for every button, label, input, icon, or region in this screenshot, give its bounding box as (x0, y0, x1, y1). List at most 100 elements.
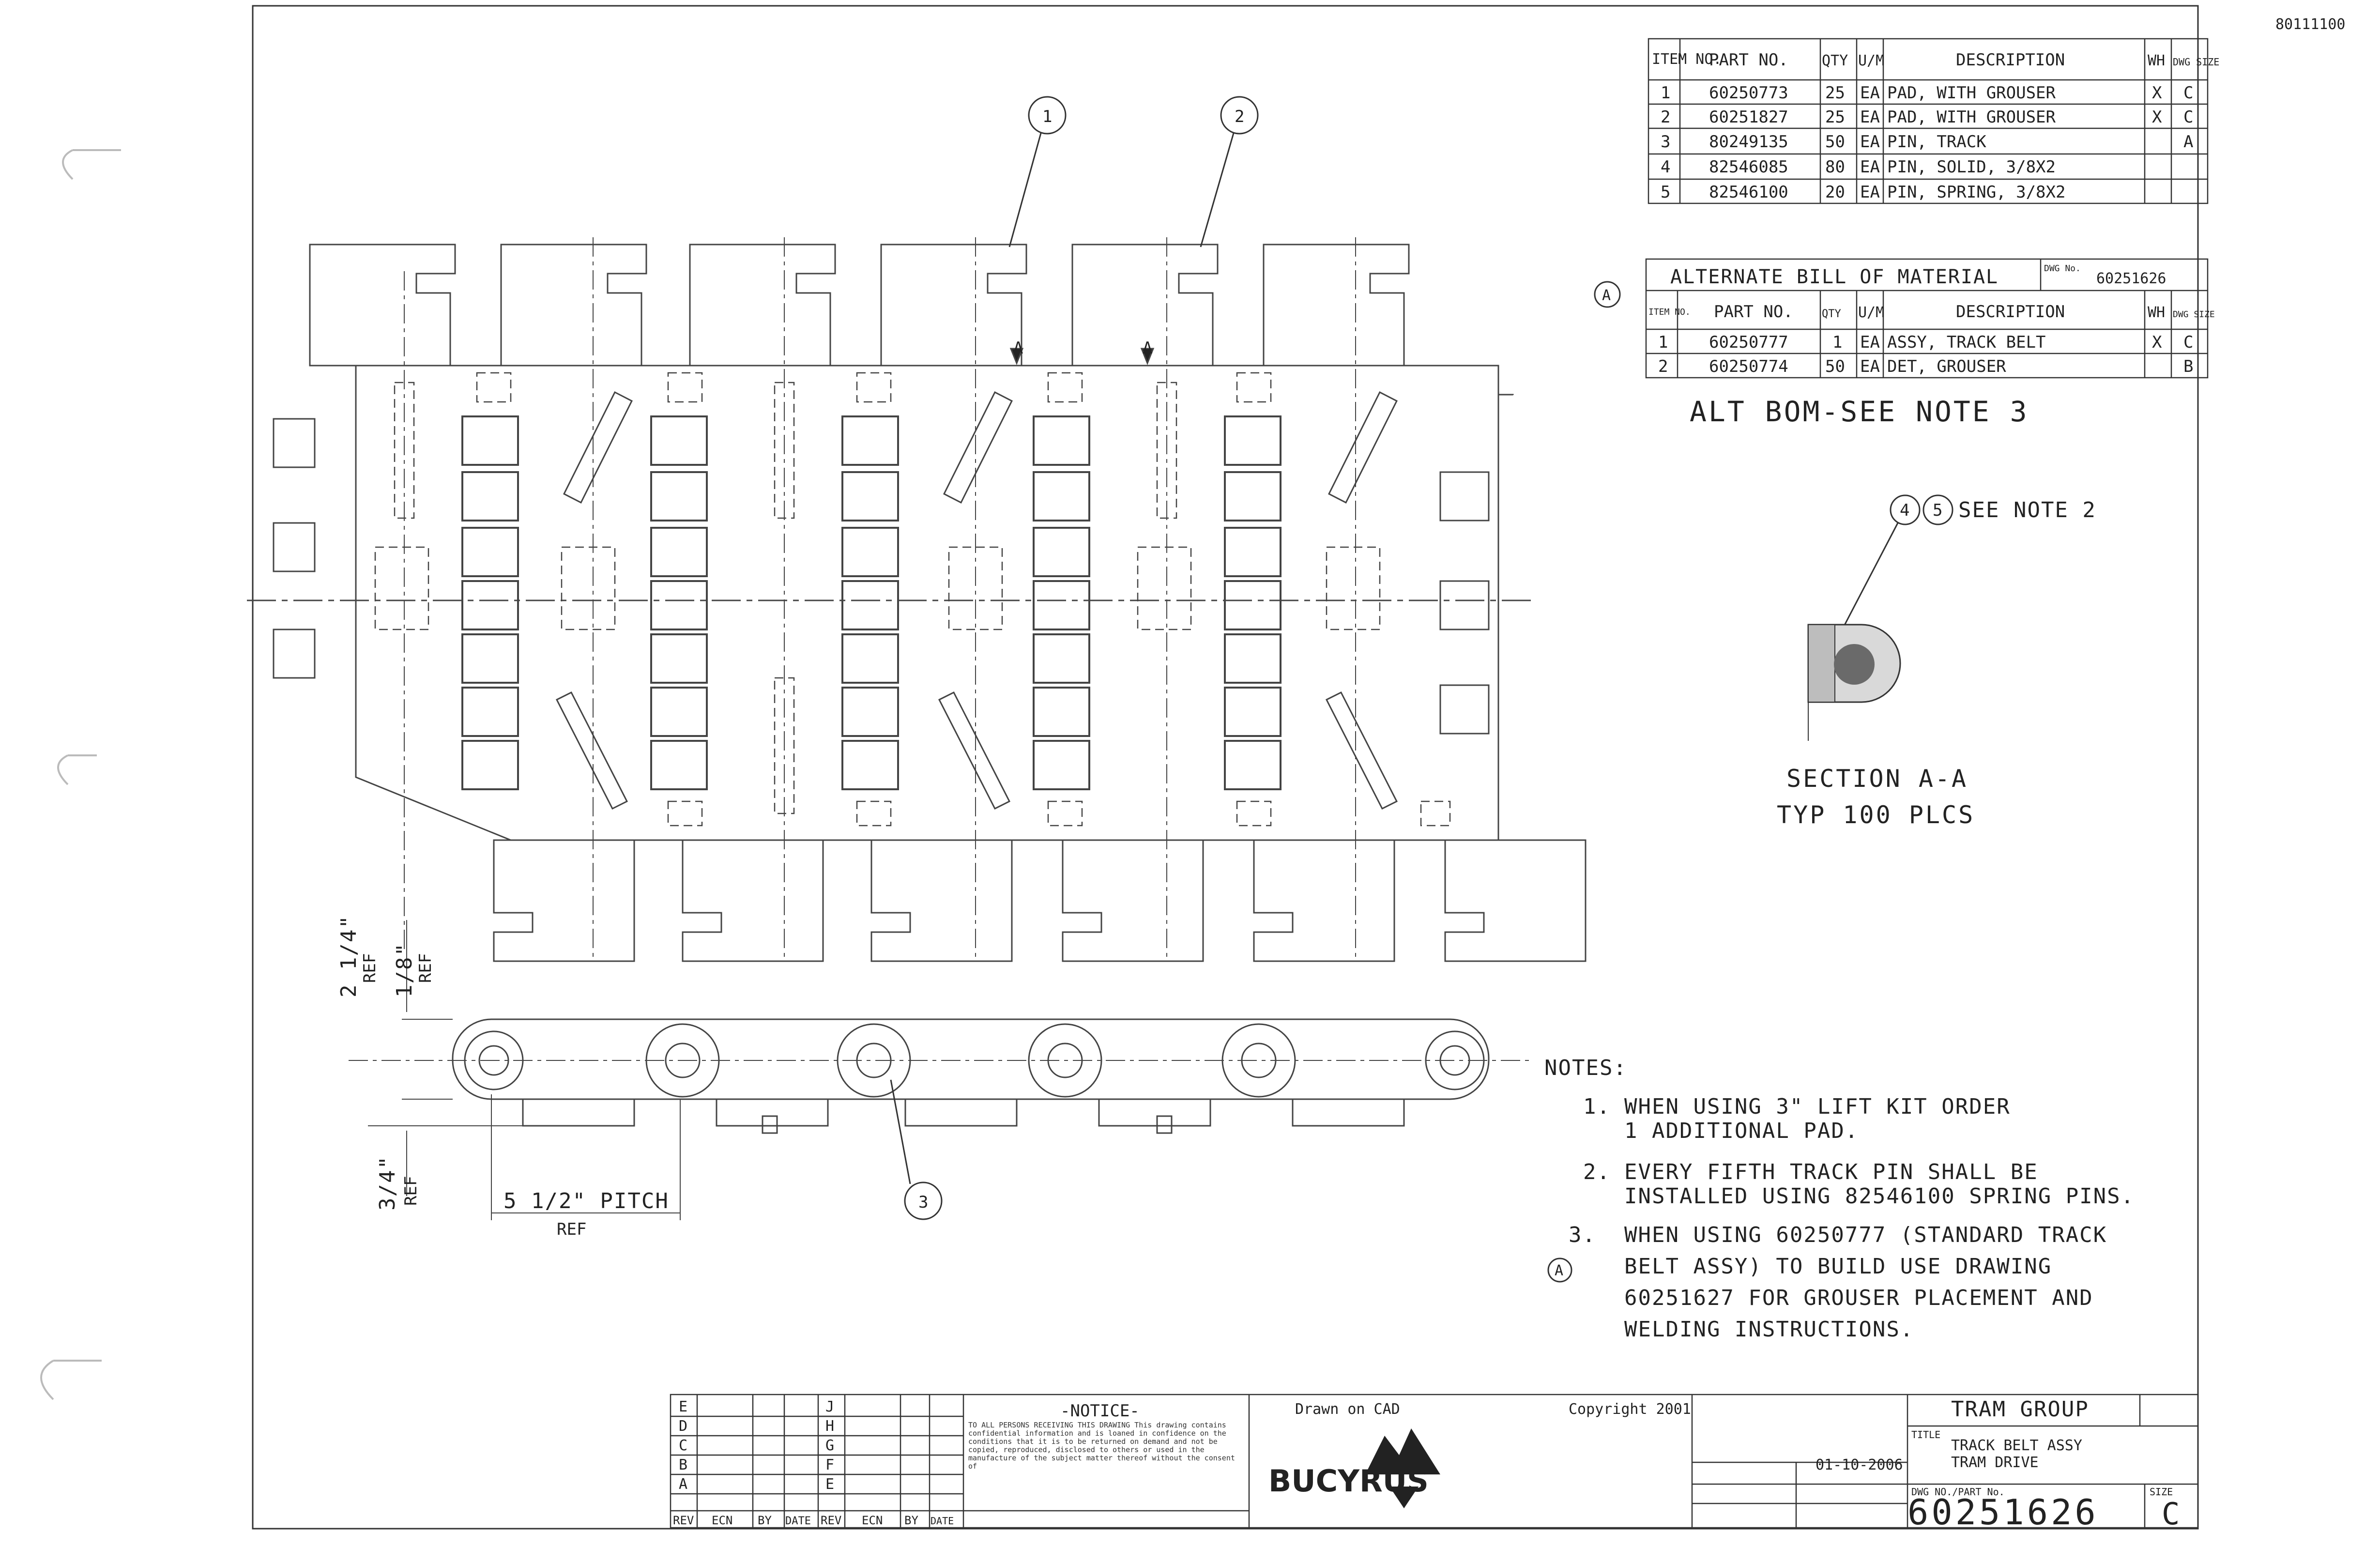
svg-text:20: 20 (1825, 183, 1845, 202)
bom-rows: 1 60250773 25 EA PAD, WITH GROUSER X C 2… (1661, 83, 2193, 202)
svg-text:2: 2 (1658, 357, 1668, 376)
svg-text:EA: EA (1860, 83, 1880, 103)
hidden-pins (374, 372, 1451, 827)
svg-text:1: 1 (1661, 83, 1670, 103)
track-belt-plan-view (247, 237, 1587, 962)
diagonal-slots (555, 391, 1398, 810)
center-lines (404, 237, 1356, 961)
svg-text:1: 1 (1658, 333, 1668, 352)
svg-text:WHEN USING 3" LIFT KIT ORDER: WHEN USING 3" LIFT KIT ORDER (1624, 1094, 2011, 1119)
svg-text:1: 1 (1042, 107, 1052, 126)
svg-text:1.: 1. (1583, 1094, 1611, 1119)
svg-text:DET, GROUSER: DET, GROUSER (1887, 357, 2006, 376)
svg-text:EA: EA (1860, 107, 1880, 127)
svg-text:50: 50 (1825, 132, 1845, 152)
svg-text:60250777: 60250777 (1709, 333, 1788, 352)
svg-text:D: D (679, 1418, 687, 1435)
callout-2: 2 (1200, 96, 1259, 247)
copyright: Copyright 2001 (1569, 1401, 1691, 1418)
bom-headers: ITEM NO. PART NO. QTY U/M DESCRIPTION WH… (1652, 50, 2219, 70)
dim-1-8-ref: REF (416, 953, 435, 983)
svg-text:80249135: 80249135 (1709, 132, 1788, 152)
svg-text:X: X (2152, 83, 2162, 103)
svg-text:QTY: QTY (1822, 308, 1841, 320)
svg-text:WELDING INSTRUCTIONS.: WELDING INSTRUCTIONS. (1624, 1317, 1914, 1342)
svg-text:REV: REV (673, 1514, 694, 1527)
corner-code: 80111100 (2275, 16, 2346, 33)
bom-header-desc: DESCRIPTION (1956, 50, 2065, 70)
svg-text:3: 3 (918, 1193, 928, 1212)
svg-text:U/M: U/M (1858, 304, 1884, 321)
callout-1: 1 (1008, 96, 1067, 247)
svg-text:A: A (679, 1476, 687, 1493)
table-row: 5 82546100 20 EA PIN, SPRING, 3/8X2 (1661, 183, 2065, 202)
belt-outline (356, 365, 1514, 841)
section-marker-a: A (1143, 338, 1152, 358)
svg-text:60251827: 60251827 (1709, 107, 1788, 127)
svg-text:3.: 3. (1569, 1223, 1596, 1247)
svg-text:E: E (679, 1398, 687, 1415)
alt-bom-ref-label: DWG No. (2044, 263, 2081, 274)
belt-end (355, 366, 511, 841)
punch-mark (57, 754, 97, 785)
notes-heading: NOTES: (1544, 1056, 1627, 1080)
title-line-1: TRACK BELT ASSY (1951, 1437, 2082, 1454)
svg-text:2: 2 (1661, 107, 1670, 127)
svg-text:C: C (679, 1437, 687, 1454)
dwg-number-label: DWG NO./PART No. (1911, 1486, 2005, 1498)
bom-header-um: U/M (1858, 52, 1884, 69)
table-row: 2 60250774 50 EA DET, GROUSER B (1658, 357, 2193, 376)
bill-of-material (1648, 38, 2209, 204)
svg-text:C: C (2183, 333, 2193, 352)
issue-date: 01-10-2006 (1816, 1457, 1903, 1473)
svg-text:ECN: ECN (862, 1514, 883, 1527)
dim-1-8: 1/8" (392, 942, 417, 997)
svg-text:25: 25 (1825, 107, 1845, 127)
table-row: 3 80249135 50 EA PIN, TRACK A (1661, 132, 2193, 152)
svg-text:A: A (1602, 287, 1611, 304)
svg-text:EA: EA (1860, 132, 1880, 152)
sheet-border (252, 5, 2199, 1530)
alt-bom-ref-value: 60251626 (2096, 270, 2166, 287)
svg-text:PIN, SOLID, 3/8X2: PIN, SOLID, 3/8X2 (1887, 157, 2056, 177)
bucyrus-logo (1365, 1428, 1440, 1508)
sheet-size: C (2162, 1496, 2180, 1532)
dim-3-4: 3/4" (375, 1155, 400, 1211)
table-row: 2 60251827 25 EA PAD, WITH GROUSER X C (1661, 107, 2193, 127)
svg-text:BELT ASSY) TO BUILD USE DRAWIN: BELT ASSY) TO BUILD USE DRAWING (1624, 1254, 2052, 1279)
link-columns (461, 415, 1282, 790)
svg-text:60250774: 60250774 (1709, 357, 1788, 376)
svg-text:J: J (825, 1398, 834, 1415)
svg-text:C: C (2183, 107, 2193, 127)
svg-text:EA: EA (1860, 333, 1880, 352)
revision-letters: E D C B A J H G F E (679, 1398, 834, 1493)
alt-bom-note: ALT BOM-SEE NOTE 3 (1690, 395, 2029, 428)
dwg-number: 60251626 (1907, 1492, 2099, 1533)
svg-text:PAD, WITH GROUSER: PAD, WITH GROUSER (1887, 83, 2056, 103)
svg-text:ASSY, TRACK BELT: ASSY, TRACK BELT (1887, 333, 2046, 352)
svg-text:WH: WH (2148, 304, 2165, 321)
bom-header-wh: WH (2148, 52, 2165, 69)
track-belt-side-view (349, 920, 1530, 1220)
revision-headers: REV ECN BY DATE REV ECN BY DATE (673, 1514, 954, 1527)
section-a-a-view: 4 5 SEE NOTE 2 SECTION A-A TYP 100 PLCS (1777, 494, 2095, 829)
svg-text:ITEM NO.: ITEM NO. (1648, 307, 1691, 317)
title-line-2: TRAM DRIVE (1951, 1454, 2039, 1471)
svg-text:EA: EA (1860, 157, 1880, 177)
svg-text:B: B (679, 1457, 687, 1473)
svg-text:PART NO.: PART NO. (1714, 302, 1793, 322)
svg-text:F: F (825, 1457, 834, 1473)
svg-text:60251627 FOR GROUSER PLACEMENT: 60251627 FOR GROUSER PLACEMENT AND (1624, 1286, 2093, 1310)
section-balloon-4: 4 (1900, 501, 1909, 520)
svg-text:PIN, TRACK: PIN, TRACK (1887, 132, 1986, 152)
section-balloon-5: 5 (1933, 501, 1942, 520)
bom-header-qty: QTY (1822, 52, 1848, 69)
notice-text: TO ALL PERSONS RECEIVING THIS DRAWING Th… (968, 1421, 1235, 1471)
svg-text:E: E (825, 1476, 834, 1493)
title-label: TITLE (1911, 1429, 1940, 1441)
svg-text:1: 1 (1832, 333, 1842, 352)
track-pins (464, 1023, 1485, 1098)
svg-text:REV: REV (821, 1514, 841, 1527)
svg-text:DATE: DATE (931, 1515, 954, 1527)
